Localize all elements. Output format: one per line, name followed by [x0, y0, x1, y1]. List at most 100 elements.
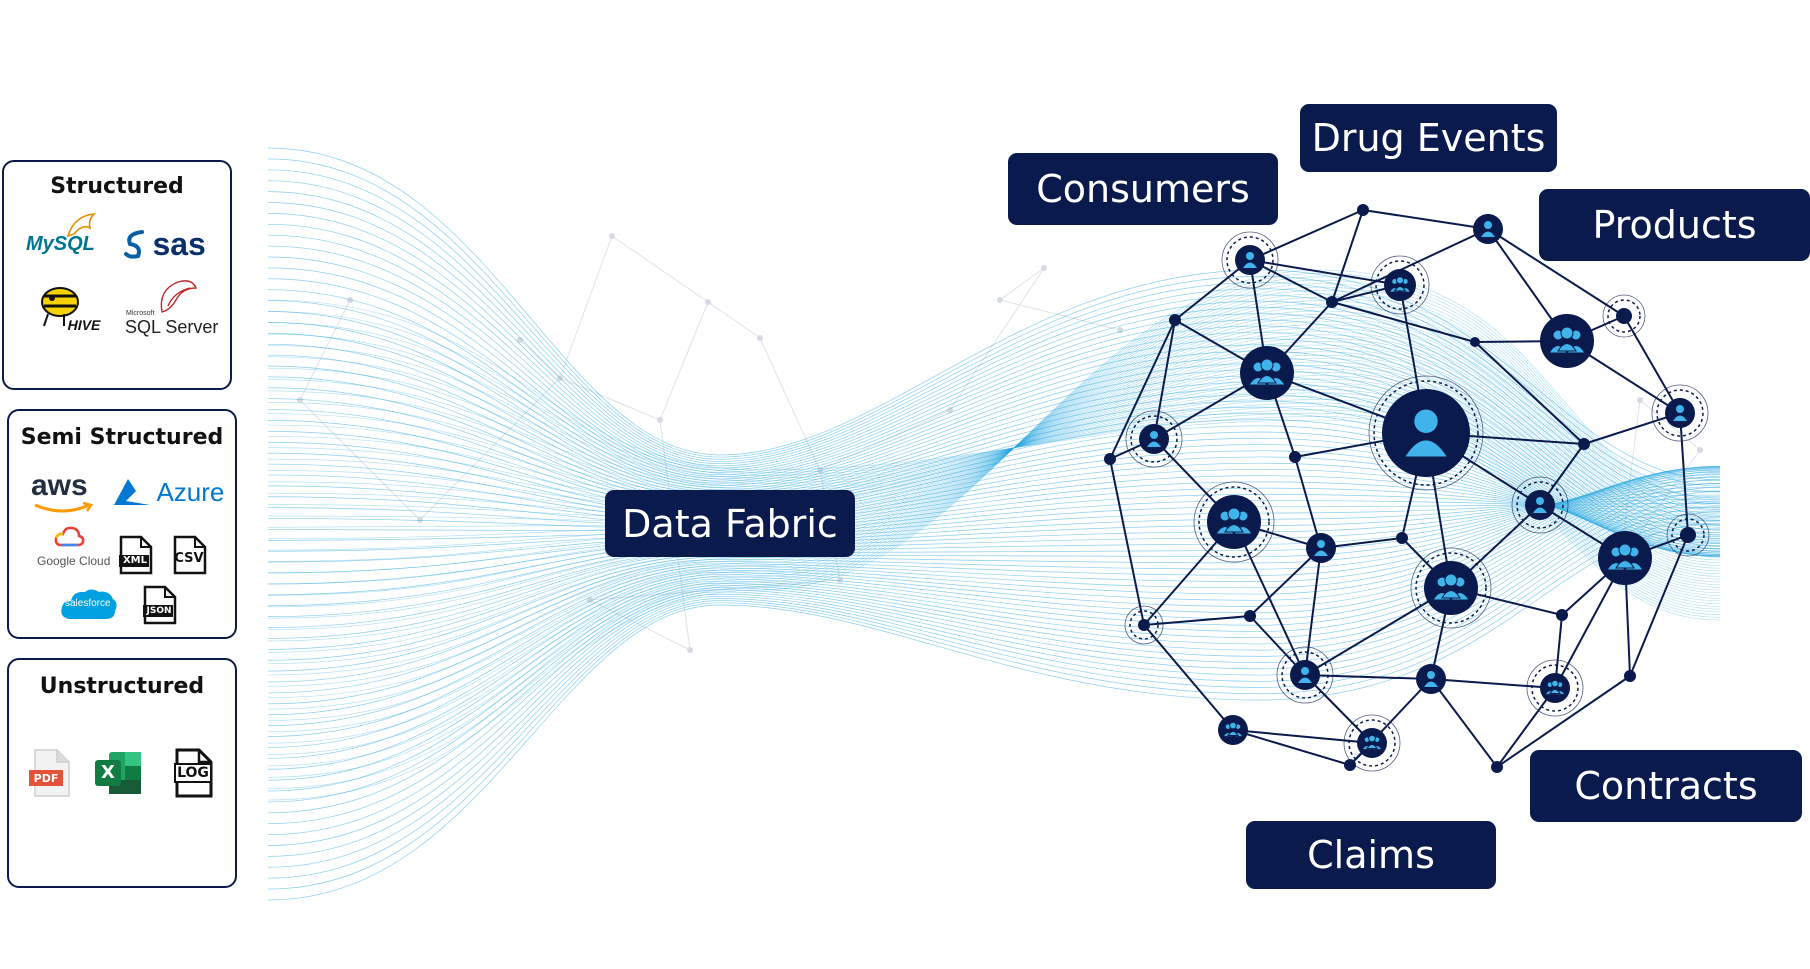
background-mesh — [297, 233, 1703, 653]
wave-line — [267, 466, 1721, 726]
wave-line — [267, 498, 1721, 574]
network-edge — [1304, 547, 1322, 676]
node-ring — [1373, 380, 1479, 486]
wave-line — [267, 334, 1721, 585]
wave-line — [267, 398, 1721, 555]
mesh-dot — [687, 647, 693, 653]
network-edge — [1249, 259, 1401, 286]
network-edge — [1153, 319, 1176, 440]
wave-line — [267, 213, 1721, 516]
node-ring — [1129, 610, 1159, 640]
network-dot — [1578, 438, 1590, 450]
contracts-label: Contracts — [1530, 750, 1802, 822]
wave-line — [267, 158, 1721, 487]
salesforce-logo: salesforce — [59, 585, 119, 625]
wave-line — [267, 486, 1721, 607]
wave-line — [267, 278, 1721, 543]
network-edge — [1496, 687, 1556, 768]
wave-line — [267, 289, 1721, 546]
wave-line — [267, 481, 1721, 530]
user-group-icon — [1224, 524, 1244, 533]
user-group-node — [1540, 314, 1594, 368]
node-circle — [1491, 761, 1503, 773]
wave-line — [267, 169, 1721, 493]
node-circle — [1357, 204, 1369, 216]
network-dot — [1344, 759, 1356, 771]
wave-line — [267, 479, 1721, 628]
wave-line — [267, 279, 1721, 767]
wave-line — [267, 486, 1721, 825]
wave-line — [267, 293, 1721, 721]
network-edge — [1362, 209, 1489, 230]
aws-smile-icon — [34, 501, 94, 513]
sas-logo: sas — [122, 228, 206, 260]
wave-line — [267, 327, 1721, 608]
mesh-line — [299, 299, 351, 401]
wave-line — [267, 343, 1721, 557]
user-group-node — [1240, 346, 1294, 400]
wave-line — [267, 311, 1721, 552]
hive-logo: HIVE — [34, 280, 102, 340]
network-edge — [1249, 259, 1333, 303]
mesh-dot — [587, 597, 593, 603]
network-edge — [1174, 259, 1251, 321]
network-edge — [1232, 729, 1351, 766]
user-node — [1125, 410, 1183, 468]
wave-line — [267, 322, 1721, 554]
node-circle — [1384, 269, 1416, 301]
mesh-line — [299, 399, 421, 521]
user-group-icon — [1560, 326, 1574, 340]
network-dot — [1396, 532, 1408, 544]
mesh-dot — [1697, 447, 1703, 453]
wave-line — [267, 361, 1721, 574]
wave-line — [267, 420, 1721, 552]
mesh-line — [999, 267, 1045, 301]
log-file-icon: LOG — [173, 748, 213, 798]
wave-line — [267, 469, 1721, 759]
network-dot — [1169, 314, 1181, 326]
user-icon — [1405, 440, 1447, 457]
network-edge — [1623, 315, 1681, 414]
network-edge — [1496, 675, 1631, 768]
node-ring — [1602, 294, 1646, 338]
node-ring — [1370, 255, 1430, 315]
unstructured-title: Unstructured — [39, 674, 205, 699]
wave-line — [267, 307, 1721, 676]
wave-line — [267, 348, 1721, 564]
salesforce-cloud-icon — [61, 589, 117, 619]
azure-logo: Azure — [112, 477, 224, 507]
consumers-label: Consumers — [1008, 153, 1278, 225]
wave-line — [267, 483, 1721, 617]
wave-line — [267, 479, 1721, 803]
wave-line — [267, 500, 1721, 857]
node-circle — [1289, 451, 1301, 463]
node-circle — [1424, 561, 1478, 615]
network-edge — [1583, 412, 1681, 445]
json-file-icon: JSON — [141, 585, 177, 625]
network-dot — [1624, 670, 1636, 682]
network-dot — [1357, 204, 1369, 216]
wave-line — [267, 444, 1721, 544]
user-group-icon — [1549, 688, 1561, 695]
mysql-logo: MySQL — [26, 212, 97, 254]
wave-line — [267, 202, 1721, 510]
wave-line — [267, 502, 1721, 563]
user-icon — [1427, 671, 1435, 679]
wave-line — [267, 505, 1721, 868]
pdf-icon — [29, 749, 70, 797]
node-circle — [1556, 609, 1568, 621]
wave-line — [267, 303, 1721, 687]
wave-line — [267, 273, 1721, 789]
mesh-dot — [705, 299, 711, 305]
wave-line — [267, 191, 1721, 505]
node-circle — [1357, 728, 1387, 758]
node-circle — [1616, 308, 1632, 324]
file-outline-icon — [174, 748, 213, 798]
node-circle — [1540, 314, 1594, 368]
network-edge — [1304, 674, 1432, 680]
salesforce-text: salesforce — [65, 598, 111, 609]
file-outline-icon — [143, 585, 177, 625]
node-ring — [1415, 552, 1487, 624]
wave-line — [267, 471, 1721, 661]
